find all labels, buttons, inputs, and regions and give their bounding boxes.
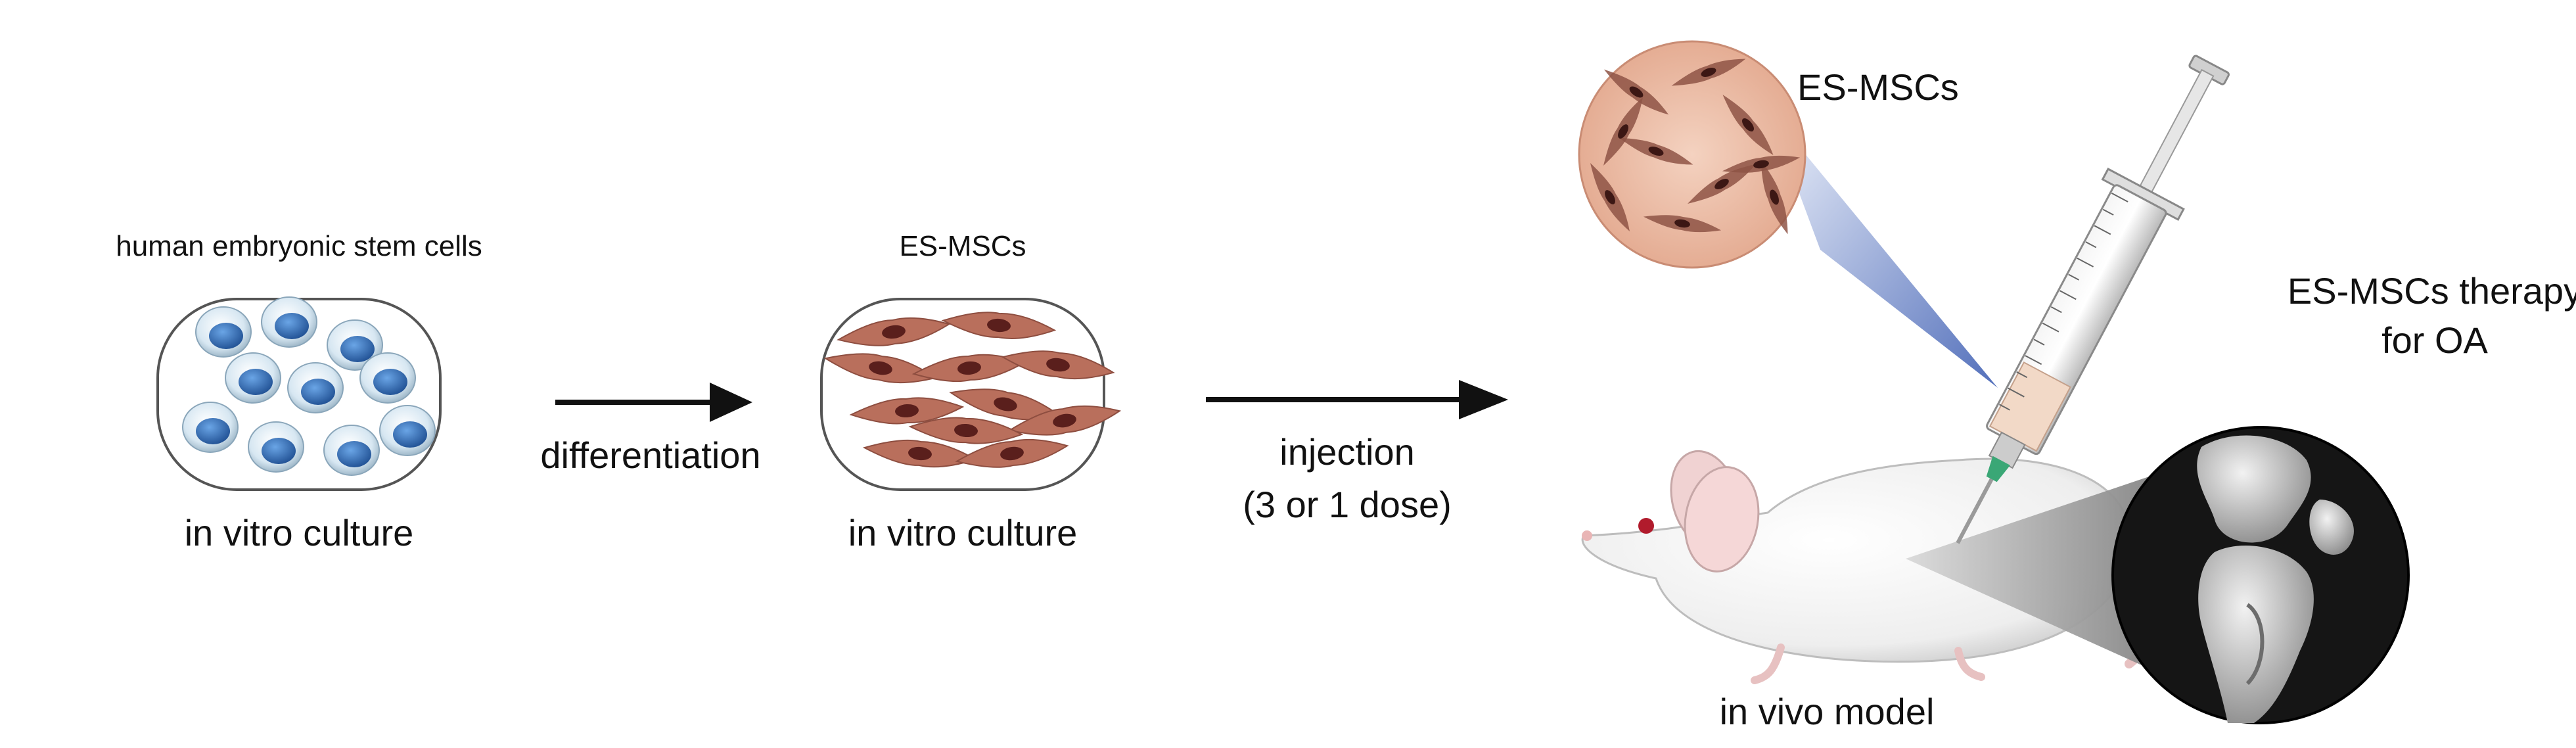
stem-cell xyxy=(287,362,344,413)
stem-cell xyxy=(195,306,252,358)
magnified-cell xyxy=(1590,163,1630,231)
msc-cell xyxy=(908,417,1024,444)
syringe xyxy=(1956,55,2230,544)
magnified-cell xyxy=(1722,155,1801,173)
msc-cell xyxy=(955,438,1069,468)
magnified-cell xyxy=(1603,97,1643,166)
msc-cell xyxy=(1007,405,1122,436)
rat-illustration xyxy=(1581,450,2151,684)
therapy-label-line2: for OA xyxy=(2381,319,2488,361)
msc-dish xyxy=(820,298,1122,491)
therapy-label-line1: ES-MSCs therapy xyxy=(2287,270,2576,312)
dose-label: (3 or 1 dose) xyxy=(1243,484,1452,525)
stem-cell xyxy=(379,405,436,456)
stem-cell xyxy=(327,319,383,371)
msc-title: ES-MSCs xyxy=(899,230,1026,262)
magnified-cell xyxy=(1603,69,1669,115)
stem-cell xyxy=(323,425,380,476)
magnified-cells-circle xyxy=(1578,40,1806,269)
bone-shapes xyxy=(2197,435,2354,723)
msc-cell xyxy=(1001,350,1115,380)
magnified-cell xyxy=(1760,160,1788,235)
stem-cell xyxy=(248,421,304,473)
magnified-cells-label: ES-MSCs xyxy=(1797,66,1959,108)
msc-cell xyxy=(837,317,951,346)
stem-cells-title: human embryonic stem cells xyxy=(116,230,482,262)
magnified-cell xyxy=(1671,58,1746,86)
stem-cells xyxy=(182,296,436,476)
xray-cone xyxy=(1906,470,2175,680)
differentiation-arrow xyxy=(555,383,752,422)
msc-cell xyxy=(849,397,965,425)
stem-cell xyxy=(261,296,317,348)
differentiation-label: differentiation xyxy=(540,434,761,476)
injection-arrow xyxy=(1206,380,1508,419)
injection-label: injection xyxy=(1279,431,1415,473)
xray-knee-circle xyxy=(2111,426,2410,724)
magnified-cell xyxy=(1619,137,1693,165)
msc-cells xyxy=(823,312,1122,468)
magnified-cell xyxy=(1643,215,1722,233)
stage2-caption: in vitro culture xyxy=(848,512,1078,553)
stem-cell xyxy=(359,352,416,404)
stage3-caption: in vivo model xyxy=(1719,691,1935,732)
stem-cell xyxy=(182,402,239,453)
magnified-cell xyxy=(1722,95,1774,155)
stem-cell-dish xyxy=(156,296,442,491)
msc-cell xyxy=(949,388,1062,421)
magnifier-cone xyxy=(1768,108,1998,388)
magnified-msc-cells xyxy=(1590,58,1801,235)
msc-cell xyxy=(911,354,1027,383)
msc-cell xyxy=(941,312,1057,339)
magnified-cell xyxy=(1688,164,1756,204)
stem-cell xyxy=(225,352,281,404)
stage1-caption: in vitro culture xyxy=(184,512,414,553)
